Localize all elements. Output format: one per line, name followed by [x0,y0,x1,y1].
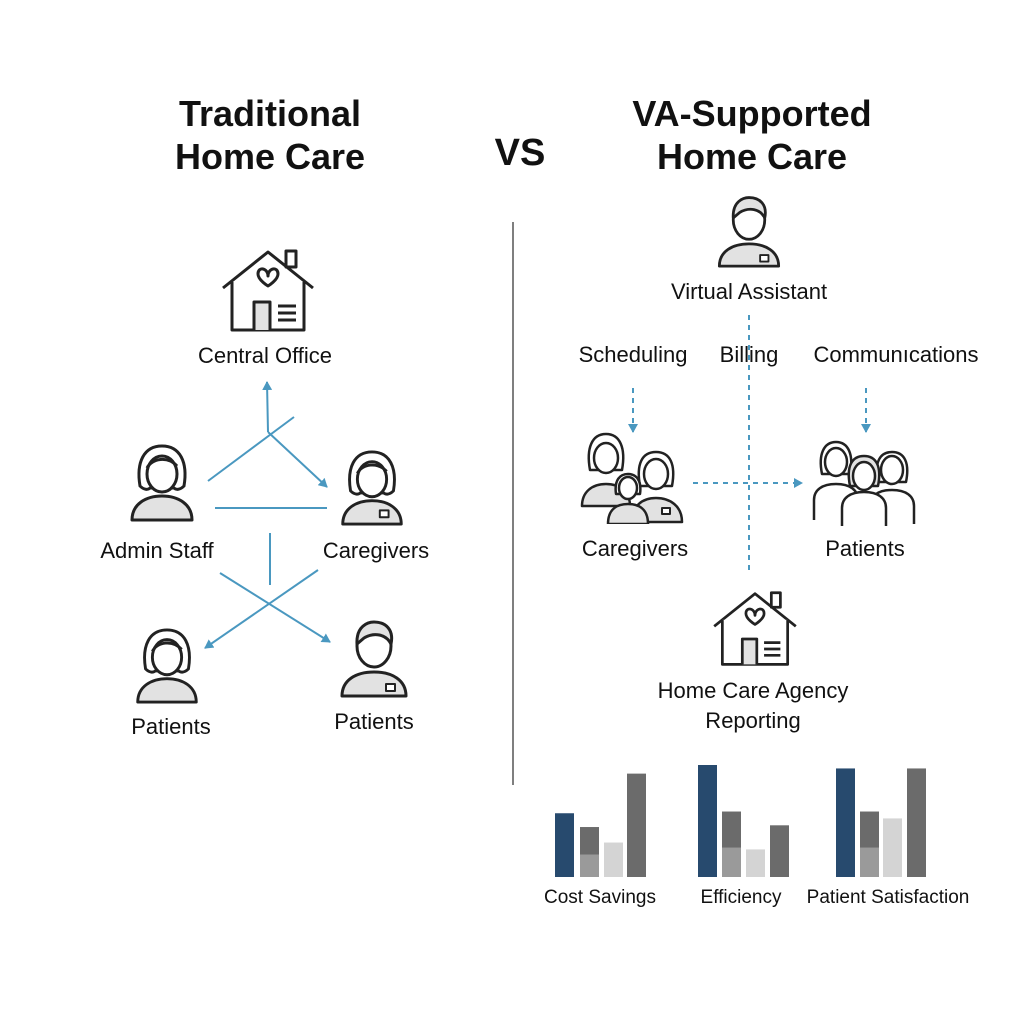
line-admin-up [207,416,295,482]
patients-group-icon [812,440,916,526]
arrow-to-patients-right [219,572,331,643]
virtual-assistant-person-icon [717,196,781,268]
chart-label-efficiency: Efficiency [700,887,782,908]
central-office-house-icon [222,249,314,332]
agency-label-line1: Home Care Agency [657,678,849,703]
chart-label-patient-satisfaction: Patient Satisfaction [806,887,970,908]
chart-0-bar-3 [627,773,646,877]
chart-1-bar-0 [698,765,717,877]
left-title-line2: Home Care [174,136,366,177]
chart-0-bar-1-lower [580,854,599,877]
agency-house-icon [713,591,797,666]
right-title-line2: Home Care [656,136,848,177]
arrow-to-caregivers-top [267,431,328,488]
right-title-line1: VA-Supported [632,93,872,134]
billing-label: Billing [719,342,779,367]
chart-label-cost-savings: Cost Savings [544,887,656,908]
arrow-to-central-office [262,381,273,433]
right-title: VA-Supported Home Care [632,92,871,178]
caregivers-label-left: Caregivers [322,538,430,563]
central-office-label: Central Office [197,343,333,368]
patient-right-person-icon [340,620,408,698]
chart-2-bar-0 [836,768,855,877]
chart-1-bar-1-lower [722,847,741,877]
caregivers-label-right: Caregivers [581,536,689,561]
chart-2-bar-3 [907,768,926,877]
chart-0-bar-2 [604,842,623,877]
left-title-line1: Traditional [178,93,362,134]
chart-0-bar-0 [555,813,574,877]
caregivers-group-icon [580,432,684,524]
patients-left-label: Patients [131,714,211,739]
agency-label-line2: Reporting [705,708,801,733]
chart-1-bar-2 [746,849,765,877]
chart-1-bar-3 [770,825,789,877]
patients-label-right: Patients [825,536,905,561]
chart-2-bar-2 [883,818,902,877]
patients-right-label: Patients [334,709,414,734]
arrow-to-patients-left [204,569,319,649]
communications-label: Communıcations [813,342,979,367]
scheduling-label: Scheduling [578,342,688,367]
vs-label: VS [494,132,546,174]
admin-staff-label: Admin Staff [100,538,214,563]
admin-staff-person-icon [130,444,194,522]
bar-charts [555,765,926,877]
caregivers-person-icon [341,450,403,526]
left-title: Traditional Home Care [175,92,365,178]
patient-left-person-icon [136,628,198,704]
virtual-assistant-label: Virtual Assistant [670,279,828,304]
chart-2-bar-1-lower [860,847,879,877]
